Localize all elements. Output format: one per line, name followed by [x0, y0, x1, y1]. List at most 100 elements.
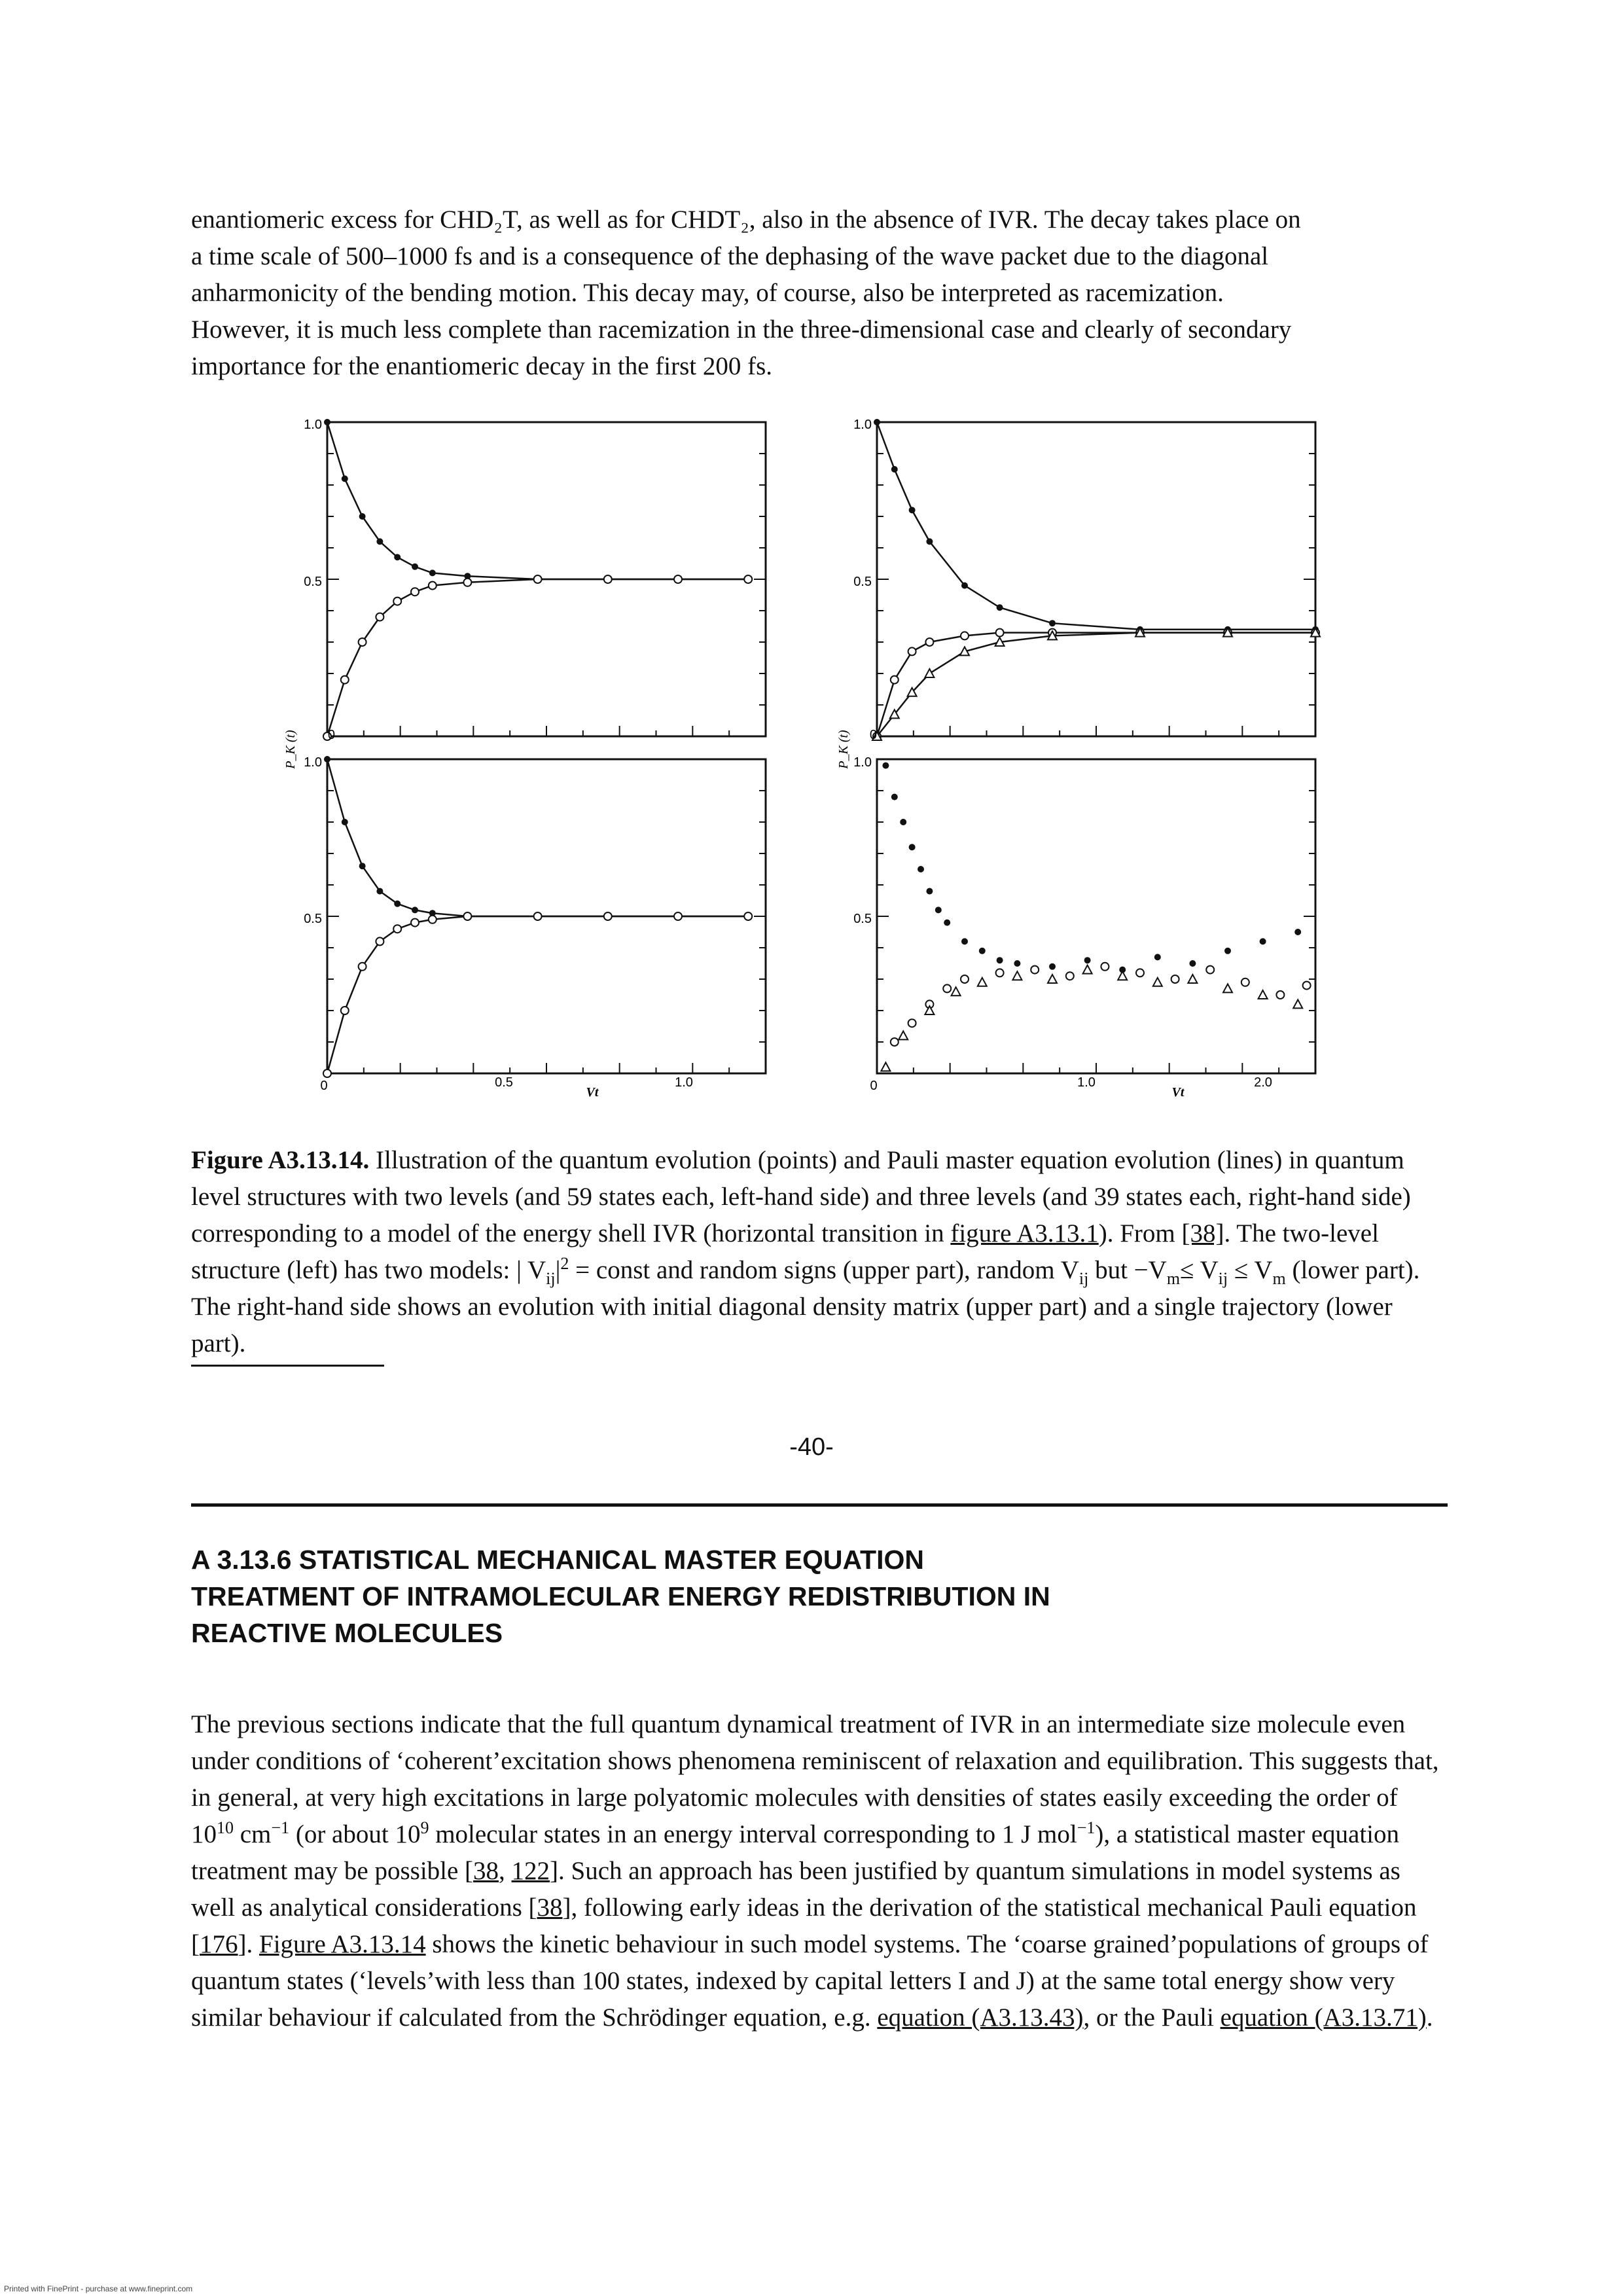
y-tick-label: 0.5: [304, 575, 322, 589]
equation-link[interactable]: equation (A3.13.71): [1220, 2003, 1427, 2032]
data-point: [410, 918, 419, 927]
body-text: , or the Pauli: [1083, 2003, 1221, 2032]
subscript: ij: [1079, 1268, 1089, 1288]
figure-link[interactable]: figure A3.13.1: [950, 1219, 1099, 1247]
y-tick-label: 0.5: [853, 575, 872, 589]
data-point: [995, 968, 1005, 978]
data-point: [961, 582, 968, 589]
caption-text: ≤ V: [1180, 1256, 1219, 1284]
data-point: [375, 937, 385, 946]
data-point: [1046, 630, 1058, 641]
data-point: [960, 975, 969, 984]
data-point: [743, 575, 753, 584]
data-point: [891, 466, 898, 473]
data-point: [889, 708, 901, 719]
body-text: ), a statistical master equation treatme…: [191, 1820, 1399, 1885]
reference-link[interactable]: 176: [200, 1930, 238, 1958]
data-point: [323, 1069, 332, 1078]
y-tick-label: 1.0: [304, 755, 322, 770]
data-point: [1152, 976, 1164, 987]
reference-link[interactable]: 38: [537, 1893, 563, 1922]
data-point: [976, 976, 988, 987]
intro-paragraph: enantiomeric excess for CHD₂T, as well a…: [191, 202, 1441, 385]
data-point: [897, 1030, 909, 1041]
figure-plot: 1.0 0.5 0 1.0 0.5 0 0.5 1.0 Vt 1.0 0.5 0…: [283, 418, 1321, 1100]
data-point: [427, 581, 437, 590]
data-point: [1170, 975, 1180, 984]
body-text: The previous sections indicate that the …: [191, 1710, 1439, 1848]
data-point: [1049, 620, 1056, 627]
data-point: [1030, 965, 1040, 975]
section-heading: A 3.13.6 STATISTICAL MECHANICAL MASTER E…: [191, 1541, 1435, 1651]
caption-text: |: [555, 1256, 561, 1284]
page-number: -40-: [789, 1433, 834, 1461]
data-point: [463, 912, 473, 921]
subscript: m: [1272, 1268, 1286, 1288]
series-line: [326, 422, 749, 581]
x-tick-label: 0: [870, 1079, 877, 1093]
data-point: [603, 575, 613, 584]
subscript: ij: [546, 1268, 556, 1288]
data-point: [908, 844, 916, 851]
body-text: molecular states in an energy interval c…: [429, 1820, 1077, 1848]
equation-link[interactable]: equation (A3.13.43): [877, 2003, 1084, 2032]
caption-text: = const and random signs (upper part), r…: [569, 1256, 1079, 1284]
intro-line: importance for the enantiomeric decay in…: [191, 352, 773, 380]
y-axis-label: P_K (t): [283, 730, 298, 770]
superscript: 2: [560, 1254, 569, 1273]
data-point: [1049, 963, 1056, 970]
data-point: [874, 419, 880, 425]
section-heading-line: A 3.13.6 STATISTICAL MECHANICAL MASTER E…: [191, 1545, 924, 1575]
data-point: [1134, 626, 1146, 637]
data-point: [1116, 970, 1128, 981]
data-point: [357, 637, 367, 647]
data-point: [375, 612, 385, 622]
data-point: [923, 667, 936, 678]
data-point: [324, 419, 330, 425]
figure-caption: Figure A3.13.14. Illustration of the qua…: [191, 1142, 1441, 1362]
data-point: [1292, 998, 1304, 1009]
subscript: ij: [1218, 1268, 1228, 1288]
reference-link[interactable]: 38: [473, 1857, 499, 1885]
data-point: [464, 573, 471, 580]
caption-text: but −V: [1088, 1256, 1167, 1284]
data-point: [950, 986, 962, 997]
x-tick-label: 1.0: [1077, 1075, 1096, 1090]
body-text: (or about 10: [289, 1820, 421, 1848]
data-point: [942, 984, 952, 994]
figure-link[interactable]: Figure A3.13.14: [259, 1930, 426, 1958]
plot-frame: [876, 758, 1317, 1075]
data-point: [889, 675, 899, 685]
data-point: [410, 587, 419, 597]
series-line: [326, 578, 749, 737]
superscript: 10: [217, 1818, 234, 1837]
caption-label: Figure A3.13.14.: [191, 1146, 370, 1174]
data-point: [1259, 938, 1266, 945]
data-point: [340, 675, 349, 685]
data-point: [996, 957, 1003, 964]
data-point: [978, 947, 986, 954]
data-point: [959, 645, 971, 656]
data-point: [1222, 626, 1234, 637]
y-tick-label: 0: [870, 728, 877, 742]
print-footer: Printed with FinePrint - purchase at www…: [4, 2284, 193, 2293]
data-point: [393, 924, 402, 934]
series-line: [876, 422, 1315, 631]
reference-link[interactable]: 122: [511, 1857, 550, 1885]
data-point: [1275, 990, 1285, 999]
data-point: [394, 900, 401, 907]
y-tick-label: 0.5: [304, 912, 322, 926]
superscript: 9: [420, 1818, 429, 1837]
data-point: [935, 906, 942, 914]
superscript: −1: [1077, 1818, 1096, 1837]
footnote-divider: [191, 1365, 384, 1367]
data-point: [1224, 947, 1231, 954]
figure-a3-13-14: 1.0 0.5 0 1.0 0.5 0 0.5 1.0 Vt 1.0 0.5 0…: [262, 409, 1361, 1126]
data-point: [533, 912, 543, 921]
data-point: [1011, 970, 1024, 981]
data-point: [341, 475, 348, 482]
data-point: [891, 793, 898, 800]
data-point: [341, 819, 348, 825]
data-point: [1119, 966, 1126, 973]
reference-link[interactable]: [38]: [1181, 1219, 1224, 1247]
